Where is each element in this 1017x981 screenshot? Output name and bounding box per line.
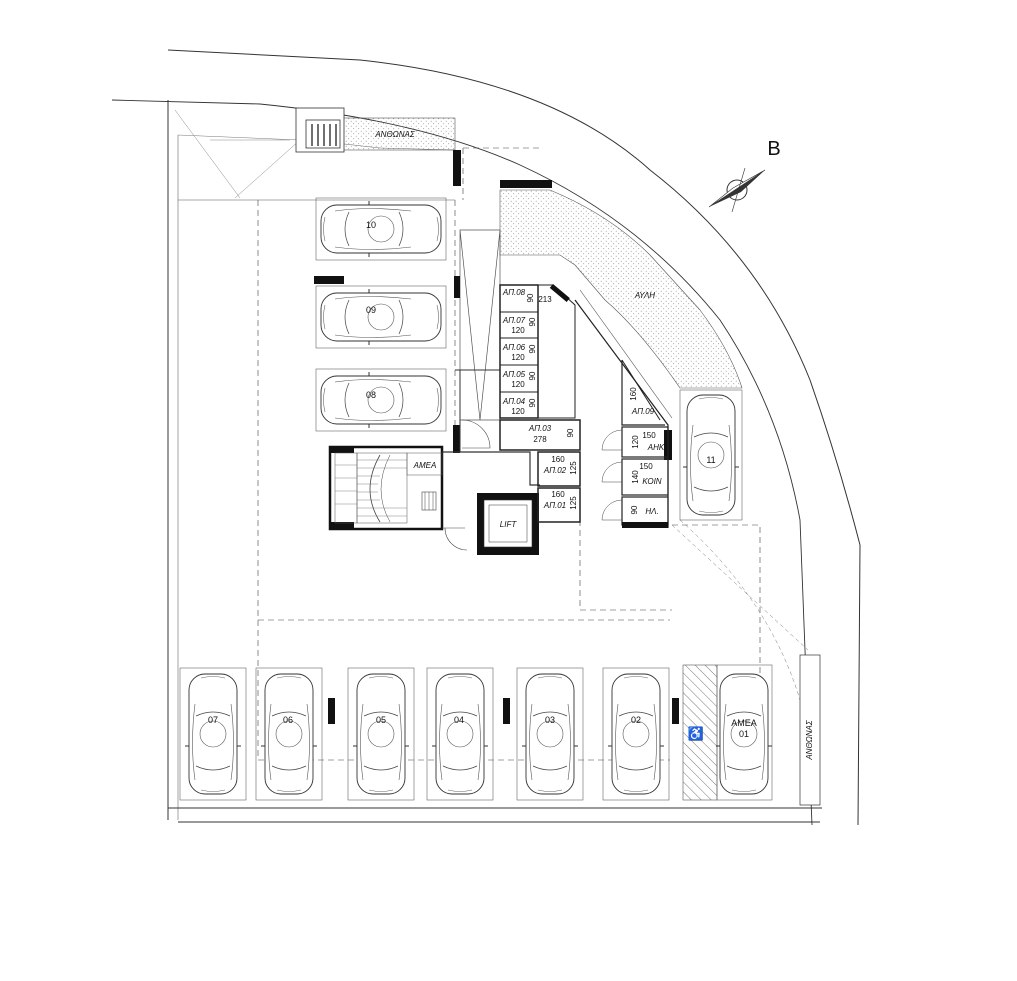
north-label: B bbox=[767, 138, 780, 160]
room-dimension: 150 bbox=[639, 462, 653, 471]
parking-number: 08 bbox=[366, 390, 376, 400]
parking-space-11: 11 bbox=[679, 389, 743, 521]
street-outer-curve bbox=[167, 49, 861, 826]
parking-space-05: 05 bbox=[347, 667, 415, 801]
parking-space-03: 03 bbox=[516, 667, 584, 801]
parking-number: 03 bbox=[545, 715, 555, 725]
parking-space-accessible: ΑΜΕΑ 01 ♿ bbox=[682, 664, 773, 801]
room-dimension: 90 bbox=[630, 505, 639, 514]
street-label-right: ΑΝΘΩΝΑΣ bbox=[805, 719, 814, 761]
storage-dimension: 120 bbox=[511, 326, 525, 335]
door-swing bbox=[461, 419, 491, 449]
storage-label: ΑΠ.07 bbox=[502, 316, 526, 325]
courtyard-area bbox=[499, 189, 743, 389]
room-dimension: 140 bbox=[631, 470, 640, 484]
storage-label: ΑΠ.08 bbox=[502, 288, 526, 297]
parking-number: 10 bbox=[366, 220, 376, 230]
lift-label: LIFT bbox=[500, 520, 518, 529]
storage-label: ΑΠ.01 bbox=[543, 501, 566, 510]
room-dimension: 150 bbox=[642, 431, 656, 440]
storage-dimension: 278 bbox=[533, 435, 547, 444]
storage-dimension: 160 bbox=[551, 455, 565, 464]
storage-label: ΑΠ.04 bbox=[502, 397, 526, 406]
parking-number: 07 bbox=[208, 715, 218, 725]
storage-rooms: ΑΠ.08 213 90 ΑΠ.07 120 90 ΑΠ.06 120 90 Α… bbox=[499, 284, 581, 523]
room-label: ΗΛ. bbox=[645, 507, 658, 516]
lift: LIFT bbox=[477, 493, 539, 555]
parking-space-06: 06 bbox=[255, 667, 323, 801]
stair-accessible-label: ΑΜΕΑ bbox=[413, 461, 437, 470]
storage-label: ΑΠ.02 bbox=[543, 466, 567, 475]
room-label: ΑΠ.09 bbox=[631, 407, 655, 416]
parking-space-02: 02 bbox=[602, 667, 670, 801]
accessible-spot-label: ΑΜΕΑ bbox=[731, 718, 757, 728]
room-dimension: 160 bbox=[629, 387, 638, 401]
storage-label: ΑΠ.03 bbox=[528, 424, 552, 433]
parking-number: 09 bbox=[366, 305, 376, 315]
north-arrow bbox=[708, 167, 766, 213]
room-dimension: 120 bbox=[631, 435, 640, 449]
storage-label: ΑΠ.05 bbox=[502, 370, 526, 379]
wheelchair-icon: ♿ bbox=[688, 726, 704, 741]
parking-number: 04 bbox=[454, 715, 464, 725]
storage-label: ΑΠ.06 bbox=[502, 343, 526, 352]
storage-dimension: 90 bbox=[528, 317, 537, 326]
room-label: ΑΗΚ bbox=[647, 443, 665, 452]
parking-number: 02 bbox=[631, 715, 641, 725]
ramp bbox=[459, 229, 501, 421]
storage-dimension: 125 bbox=[569, 496, 578, 510]
utility-rooms: 160 ΑΠ.09 150 ΑΗΚ 120 150 ΚΟΙΝ 140 90 ΗΛ… bbox=[601, 359, 669, 528]
parking-space-07: 07 bbox=[179, 667, 247, 801]
parking-space-08: 08 bbox=[315, 368, 447, 432]
room-label: ΚΟΙΝ bbox=[642, 477, 661, 486]
accessible-spot-number: 01 bbox=[739, 729, 749, 739]
storage-dimension: 125 bbox=[569, 461, 578, 475]
storage-dimension: 90 bbox=[528, 371, 537, 380]
storage-dimension: 160 bbox=[551, 490, 565, 499]
parking-number: 11 bbox=[706, 455, 715, 465]
storage-dimension: 213 bbox=[538, 295, 552, 304]
parking-space-04: 04 bbox=[426, 667, 494, 801]
storage-dimension: 120 bbox=[511, 353, 525, 362]
courtyard-label: ΑΥΛΗ bbox=[634, 291, 655, 300]
top-street-hatched-area bbox=[339, 117, 456, 151]
parking-number: 05 bbox=[376, 715, 386, 725]
parking-space-09: 09 bbox=[315, 285, 447, 349]
storage-dimension: 90 bbox=[528, 344, 537, 353]
storage-dimension: 120 bbox=[511, 407, 525, 416]
right-street-strip bbox=[799, 654, 821, 806]
parking-number: 06 bbox=[283, 715, 293, 725]
parking-space-10: 10 bbox=[315, 197, 447, 261]
storage-dimension: 120 bbox=[511, 380, 525, 389]
storage-dimension: 90 bbox=[528, 398, 537, 407]
street-label-top: ΑΝΘΩΝΑΣ bbox=[374, 130, 416, 139]
stairwell: ΑΜΕΑ bbox=[328, 445, 444, 531]
storage-dimension: 90 bbox=[526, 293, 535, 302]
storage-dimension: 90 bbox=[566, 428, 575, 437]
